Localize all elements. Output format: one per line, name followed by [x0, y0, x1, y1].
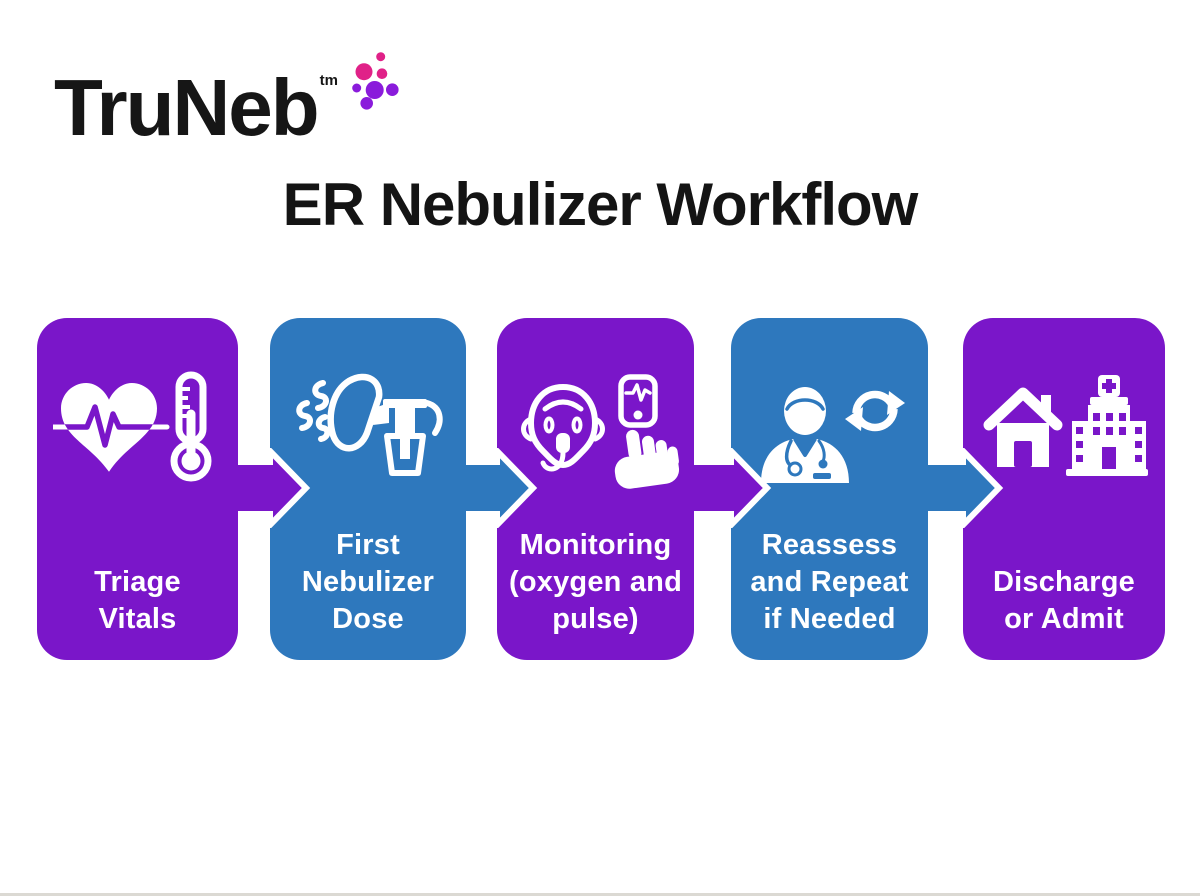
hand-icon: [614, 429, 679, 489]
nebulizer-mask-icon: [270, 364, 466, 499]
home-icon: [983, 387, 1063, 467]
repeat-arrows-icon: [844, 390, 905, 432]
flow-arrow-4: [926, 448, 1004, 528]
step-label: First Nebulizer Dose: [301, 529, 435, 635]
logo-dots-icon: [352, 52, 399, 110]
thermometer-icon: [170, 371, 211, 482]
step-label: Discharge or Admit: [992, 566, 1136, 635]
step-label: Reassess and Repeat if Needed: [750, 529, 909, 635]
step-card-triage-vitals: Triage Vitals: [37, 318, 238, 660]
flow-arrow-2: [460, 448, 538, 528]
flow-arrow-3: [694, 448, 772, 528]
oxygen-mask-icon: [520, 383, 605, 472]
step-label: Triage Vitals: [94, 566, 181, 635]
page-title: ER Nebulizer Workflow: [282, 171, 919, 238]
home-hospital-icon: [963, 364, 1165, 499]
doctor-repeat-icon: [731, 364, 928, 499]
nebulizer-chamber: [383, 399, 443, 476]
pulse-oximeter-icon: [617, 374, 658, 428]
heart-pulse-thermometer-icon: [37, 364, 238, 499]
mask-cone: [327, 373, 383, 452]
logo-trademark: tm: [319, 72, 338, 89]
flow-arrow-1: [233, 448, 311, 528]
logo-text: TruNeb: [54, 63, 320, 152]
mist-icon: [296, 380, 331, 442]
oxygen-mask-oximeter-icon: [497, 364, 694, 499]
bottom-edge-artifact: [0, 893, 1200, 896]
step-label: Monitoring (oxygen and pulse): [509, 529, 682, 635]
doctor-icon: [760, 387, 849, 483]
hospital-icon: [1066, 375, 1148, 476]
